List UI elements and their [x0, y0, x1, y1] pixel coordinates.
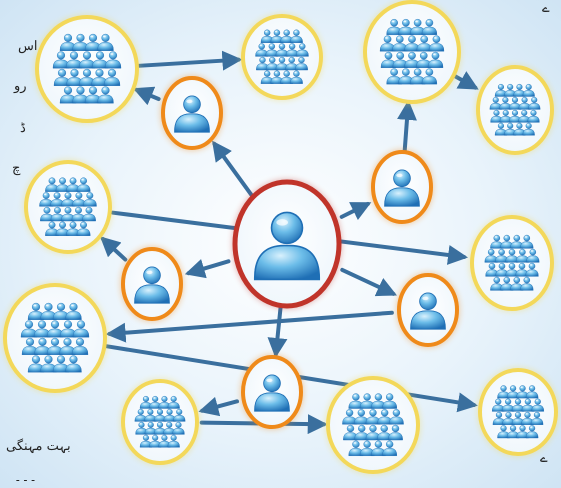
- connection-arrow: [184, 259, 231, 279]
- connection-arrow: [136, 50, 243, 71]
- connection-arrow: [340, 267, 398, 297]
- person-node: [370, 149, 434, 225]
- group-node: [325, 375, 421, 475]
- edge-text-fragment: ے: [540, 451, 548, 466]
- edge-text-fragment: اس: [18, 39, 38, 54]
- group-node: [120, 378, 200, 466]
- edge-text-fragment: چ: [12, 161, 21, 176]
- group-node: [475, 64, 555, 156]
- connection-arrow: [132, 86, 161, 106]
- edge-text-fragment: بہت مہنگی: [6, 439, 71, 454]
- group-node: [34, 14, 140, 124]
- person-node: [120, 246, 184, 322]
- group-node: [469, 214, 555, 312]
- connection-arrow: [267, 302, 288, 358]
- person-node: [240, 354, 304, 430]
- connection-arrow: [99, 236, 128, 262]
- connection-arrow: [339, 201, 372, 221]
- group-node: [23, 159, 113, 255]
- group-node: [362, 0, 462, 105]
- connection-arrow: [397, 99, 417, 153]
- edge-text-fragment: ۔۔۔: [14, 470, 37, 485]
- edge-text-fragment: رو: [14, 79, 27, 94]
- connection-arrow: [453, 71, 479, 90]
- edge-text-fragment: ے: [542, 1, 550, 16]
- connection-arrow: [198, 396, 240, 417]
- group-node: [240, 13, 324, 101]
- group-node: [2, 282, 108, 394]
- person-node: [396, 272, 460, 348]
- center-person-node: [232, 179, 342, 309]
- connection-arrow: [212, 140, 254, 197]
- person-node: [160, 75, 224, 151]
- edge-text-fragment: ڈ: [20, 121, 26, 136]
- group-node: [477, 367, 559, 457]
- connection-arrow: [105, 310, 394, 343]
